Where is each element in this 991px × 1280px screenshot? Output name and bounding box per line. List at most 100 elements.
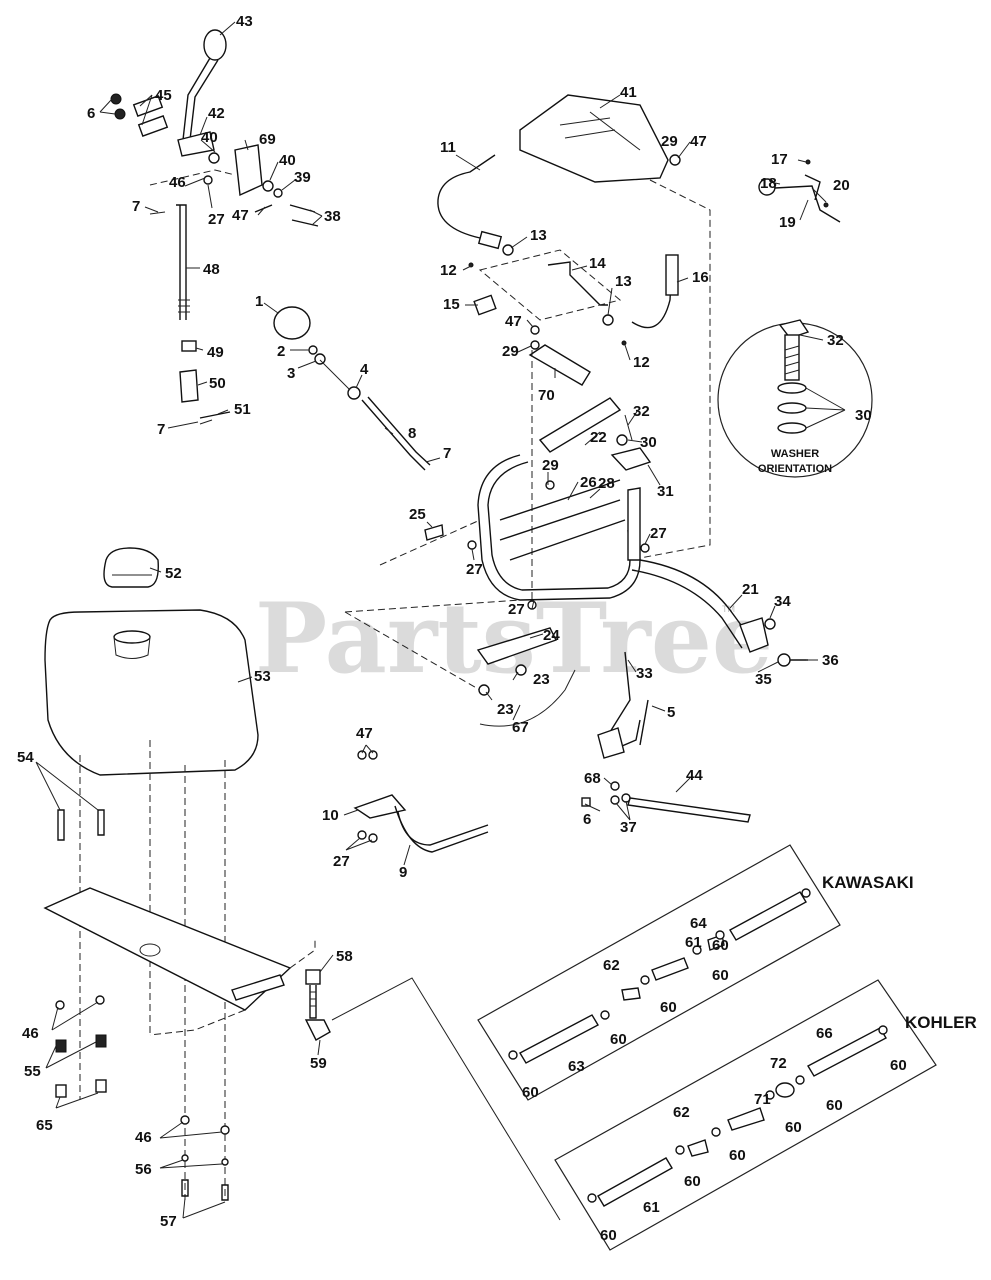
clevis-50 <box>179 369 199 403</box>
callout-65: 65 <box>36 1117 53 1134</box>
callout-52: 52 <box>165 565 182 582</box>
callout-29: 29 <box>542 457 559 474</box>
callout-53: 53 <box>254 668 271 685</box>
nut-4 <box>347 386 361 400</box>
kohler-callout-60: 60 <box>729 1147 746 1164</box>
ball-18 <box>758 178 776 196</box>
kohler-callout-60: 60 <box>684 1173 701 1190</box>
kohler-callout-60: 60 <box>600 1227 617 1244</box>
callout-15: 15 <box>443 296 460 313</box>
callout-38: 38 <box>324 208 341 225</box>
washer-orientation-label-2: ORIENTATION <box>758 463 832 475</box>
pedal-linkage-17-20 <box>758 159 841 223</box>
pin-25 <box>424 524 444 541</box>
callout-6: 6 <box>583 811 591 828</box>
callout-27: 27 <box>508 601 525 618</box>
shift-lever-rod <box>182 57 211 141</box>
kohler-callout-71: 71 <box>754 1091 771 1108</box>
kohler-callout-66: 66 <box>816 1025 833 1042</box>
callout-13: 13 <box>530 227 547 244</box>
spring-15 <box>473 294 497 316</box>
kawasaki-callout-63: 63 <box>568 1058 585 1075</box>
callout-13: 13 <box>615 273 632 290</box>
bracket-69 <box>234 144 263 197</box>
kawasaki-callout-61: 61 <box>685 934 702 951</box>
kawasaki-callout-60: 60 <box>660 999 677 1016</box>
callout-9: 9 <box>399 864 407 881</box>
cable-11 <box>437 154 496 239</box>
callout-6: 6 <box>87 105 95 122</box>
fuel-elbow-58-59 <box>304 969 561 1221</box>
callouts: 43 45 6 42 40 69 40 46 39 27 47 38 7 48 … <box>17 13 907 1244</box>
callout-21: 21 <box>742 581 759 598</box>
callout-33: 33 <box>636 665 653 682</box>
callout-16: 16 <box>692 269 709 286</box>
callout-11: 11 <box>440 139 456 156</box>
shift-rod-48 <box>176 204 187 320</box>
grip-24 <box>476 627 557 665</box>
handle-21 <box>639 559 753 641</box>
grip-22 <box>538 397 622 453</box>
callout-29: 29 <box>661 133 678 150</box>
leader-lines <box>35 21 827 1219</box>
control-plate-41 <box>519 94 711 559</box>
callout-12: 12 <box>440 262 457 279</box>
cable-assembly <box>437 154 679 600</box>
filter-62 <box>621 987 641 1001</box>
mounting-plate <box>43 809 316 1201</box>
callout-47: 47 <box>505 313 522 330</box>
callout-22: 22 <box>590 429 607 446</box>
kawasaki-callout-64: 64 <box>690 915 707 932</box>
frame-crossbars <box>499 479 626 561</box>
callout-46: 46 <box>169 174 186 191</box>
callout-34: 34 <box>774 593 791 610</box>
callout-57: 57 <box>160 1213 177 1230</box>
callout-59: 59 <box>310 1055 327 1072</box>
kohler-callout-60: 60 <box>826 1097 843 1114</box>
callout-46: 46 <box>22 1025 39 1042</box>
callout-37: 37 <box>620 819 637 836</box>
callout-32: 32 <box>633 403 650 420</box>
hose-63 <box>519 1014 599 1064</box>
callout-4: 4 <box>360 361 369 378</box>
callout-35: 35 <box>755 671 772 688</box>
callout-27: 27 <box>466 561 483 578</box>
kohler-callout-60: 60 <box>890 1057 907 1074</box>
kohler-callout-72: 72 <box>770 1055 787 1072</box>
throttle-assembly <box>273 306 441 471</box>
callout-47: 47 <box>232 207 249 224</box>
callout-50: 50 <box>209 375 226 392</box>
callout-8: 8 <box>408 425 416 442</box>
callout-70: 70 <box>538 387 555 404</box>
hose-66 <box>807 1027 887 1077</box>
kawasaki-callout-60: 60 <box>712 967 729 984</box>
cable-16 <box>631 259 673 329</box>
kohler-fuel-line-box: KOHLER <box>554 979 977 1251</box>
callout-27: 27 <box>333 853 350 870</box>
frame-loop <box>477 454 641 601</box>
callout-26: 26 <box>580 474 597 491</box>
bracket-70 <box>528 344 591 386</box>
callout-58: 58 <box>336 948 353 965</box>
rod-44 <box>627 797 751 823</box>
fitting-72 <box>775 1082 795 1098</box>
callout-29: 29 <box>502 343 519 360</box>
hose-71 <box>727 1107 765 1131</box>
callout-19: 19 <box>779 214 796 231</box>
callout-30: 30 <box>640 434 657 451</box>
callout-51: 51 <box>234 401 251 418</box>
kawasaki-callout-60: 60 <box>712 937 729 954</box>
kawasaki-callout-60: 60 <box>610 1031 627 1048</box>
callout-28: 28 <box>598 475 615 492</box>
hose-61-kohler <box>597 1157 673 1207</box>
callout-43: 43 <box>236 13 253 30</box>
callout-17: 17 <box>771 151 788 168</box>
bracket-cable-9-10 <box>353 750 489 853</box>
callout-56: 56 <box>135 1161 152 1178</box>
pedal-33 <box>581 651 751 823</box>
callout-27: 27 <box>208 211 225 228</box>
washer-orientation-inset: WASHER ORIENTATION <box>717 319 873 478</box>
callout-54: 54 <box>17 749 34 766</box>
callout-42: 42 <box>208 105 225 122</box>
